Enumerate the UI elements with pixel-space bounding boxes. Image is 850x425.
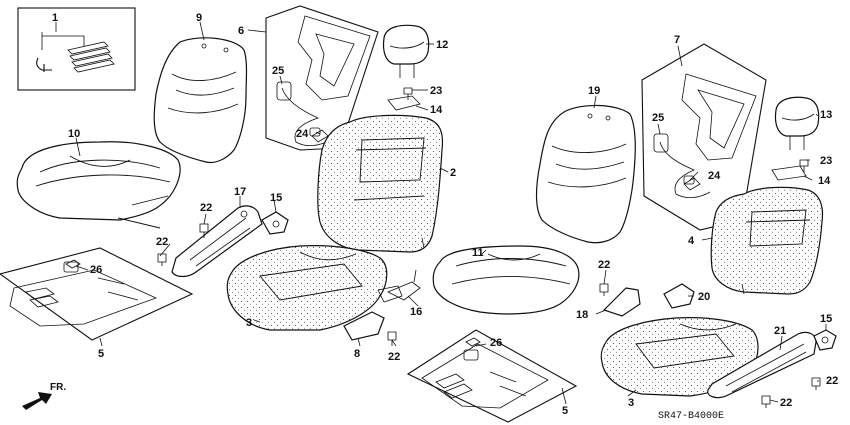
callout-26b: 26 [490,337,502,349]
callout-2: 2 [450,167,456,179]
callout-7: 7 [674,34,680,46]
callout-23a: 23 [430,85,442,97]
part-21-seat-side-trim[interactable] [707,331,817,399]
callout-5a: 5 [98,348,104,360]
callout-4: 4 [688,235,695,247]
callout-19: 19 [588,85,600,97]
callout-20: 20 [698,291,710,303]
callout-labels: 1 10 9 6 12 23 14 2 25 24 17 15 22 22 26… [50,12,838,422]
callout-10: 10 [68,128,80,140]
part-10-seat-cushion-pad[interactable] [16,141,181,229]
part-16-hook[interactable] [387,269,421,301]
callout-3b: 3 [628,397,634,409]
fastener-screws[interactable] [65,87,821,408]
part-3-seat-cushion-cover-right[interactable] [600,317,759,397]
part-12-headrest[interactable] [382,24,430,78]
part-8-trim-cover[interactable] [343,311,385,341]
callout-22b: 22 [156,236,168,248]
front-direction-arrow-icon [22,392,52,410]
part-4-seat-back-cover[interactable] [710,186,824,295]
leader-lines [55,21,827,405]
callout-5b: 5 [562,405,568,417]
callout-18: 18 [576,309,588,321]
callout-22e: 22 [826,375,838,387]
callout-15a: 15 [270,192,282,204]
part-5-seat-heater-mat-right[interactable] [406,329,578,423]
part-13-headrest[interactable] [774,96,820,150]
part-11-seat-cushion-pad[interactable] [432,245,580,315]
callout-26a: 26 [90,264,102,276]
callout-3a: 3 [246,317,252,329]
part-1-clip-set[interactable] [17,7,136,91]
part-17-seat-side-trim[interactable] [171,205,263,278]
callout-14a: 14 [430,104,443,116]
callout-8: 8 [354,348,360,360]
callout-14b: 14 [818,175,831,187]
callout-22f: 22 [780,397,792,409]
part-9-seat-back-pad[interactable] [153,37,248,164]
callout-13: 13 [820,109,832,121]
part-3-seat-cushion-cover[interactable] [226,245,403,331]
callout-1: 1 [52,12,58,24]
callout-21: 21 [774,325,786,337]
callout-22a: 22 [200,202,212,214]
part-15-recliner-knob-right[interactable] [813,329,837,351]
diagram-code: SR47-B4000E [658,411,724,422]
callout-17: 17 [234,186,246,198]
part-15-recliner-knob[interactable] [261,211,289,235]
callout-15b: 15 [820,313,832,325]
part-20-trim[interactable] [663,283,695,309]
callout-9: 9 [196,12,202,24]
callout-22c: 22 [388,351,400,363]
part-19-seat-back-pad[interactable] [535,104,636,244]
callout-23b: 23 [820,155,832,167]
callout-6: 6 [238,25,244,37]
callout-16: 16 [410,306,422,318]
part-18-trim-cover[interactable] [602,287,641,317]
front-marker-label: FR. [50,382,66,393]
callout-12: 12 [436,39,448,51]
callout-24a: 24 [296,128,309,140]
callout-11: 11 [472,247,484,259]
part-2-seat-back-cover[interactable] [317,114,444,253]
callout-24b: 24 [708,170,721,182]
callout-25b: 25 [652,112,664,124]
callout-22d: 22 [598,259,610,271]
callout-25a: 25 [272,65,284,77]
part-5-seat-heater-mat-left[interactable] [0,247,194,341]
